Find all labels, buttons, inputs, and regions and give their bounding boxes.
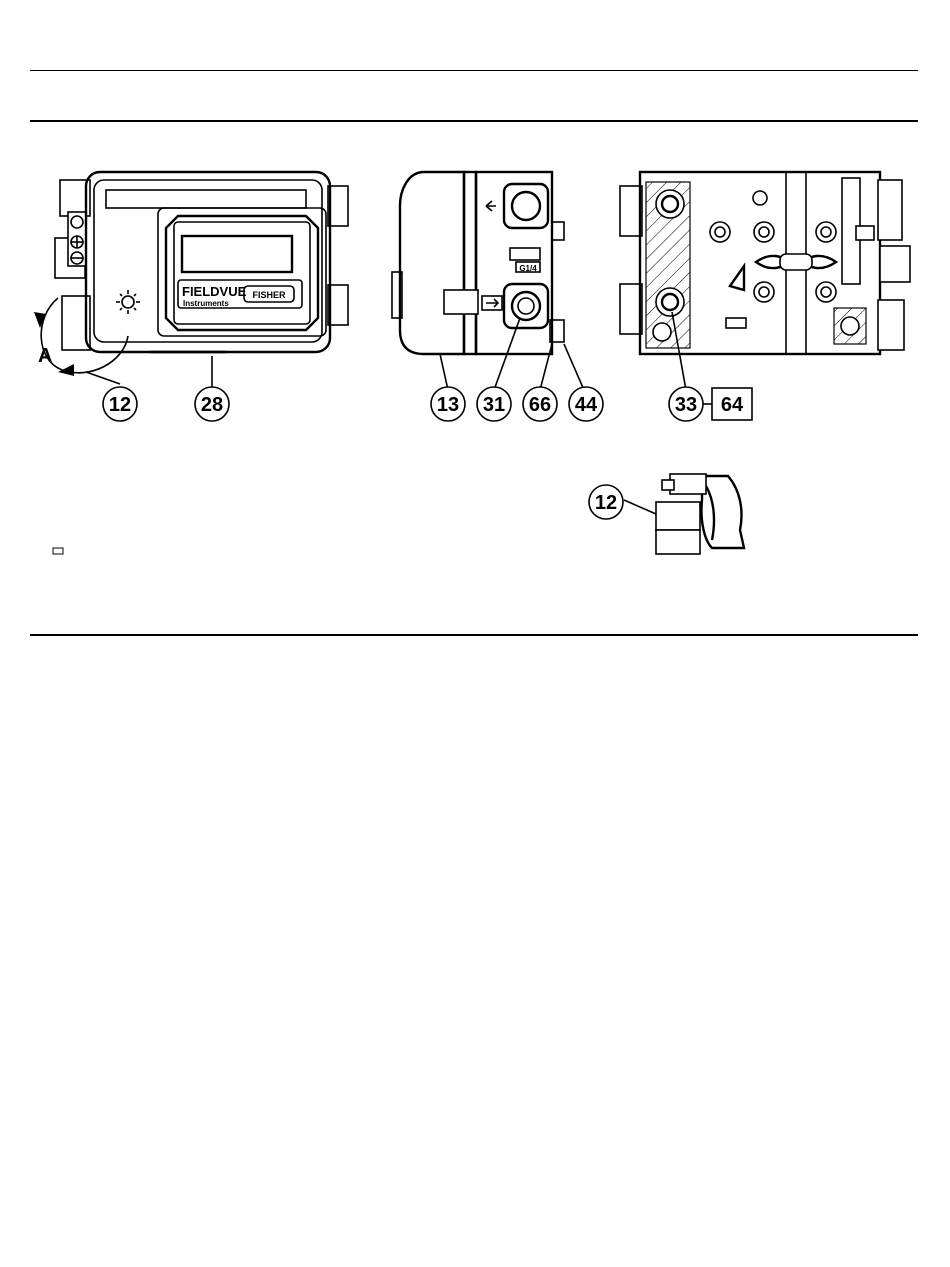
callout-64: 64 [712,388,752,420]
svg-text:31: 31 [483,394,505,416]
svg-text:44: 44 [575,394,598,416]
side-view: G1/4 [392,172,584,390]
callout-44: 44 [569,387,603,421]
sun-icon [116,290,140,314]
back-view [620,172,910,390]
svg-text:13: 13 [437,394,459,416]
svg-text:28: 28 [201,394,223,416]
callout-12-front: 12 [103,387,137,421]
note-marker [53,548,63,554]
callout-13: 13 [431,387,465,421]
maker-logo-text: FISHER [252,290,286,300]
svg-text:64: 64 [721,394,744,416]
svg-text:66: 66 [529,394,551,416]
brand-sub-text: Instruments [183,299,229,308]
callout-28: 28 [195,387,229,421]
detail-view [624,474,744,554]
callout-33: 33 [669,387,703,421]
svg-text:12: 12 [595,492,617,514]
svg-text:33: 33 [675,394,697,416]
view-a-label: A [38,345,52,367]
svg-text:12: 12 [109,394,131,416]
callout-31: 31 [477,387,511,421]
brand-logo-text: FIELDVUE [182,284,247,299]
exploded-view-figure: FIELDVUE Instruments FISHER A [0,0,950,640]
callout-12-detail: 12 [589,485,623,519]
front-view: FIELDVUE Instruments FISHER A [34,172,348,390]
callout-66: 66 [523,387,557,421]
port-size-label: G1/4 [519,264,537,273]
